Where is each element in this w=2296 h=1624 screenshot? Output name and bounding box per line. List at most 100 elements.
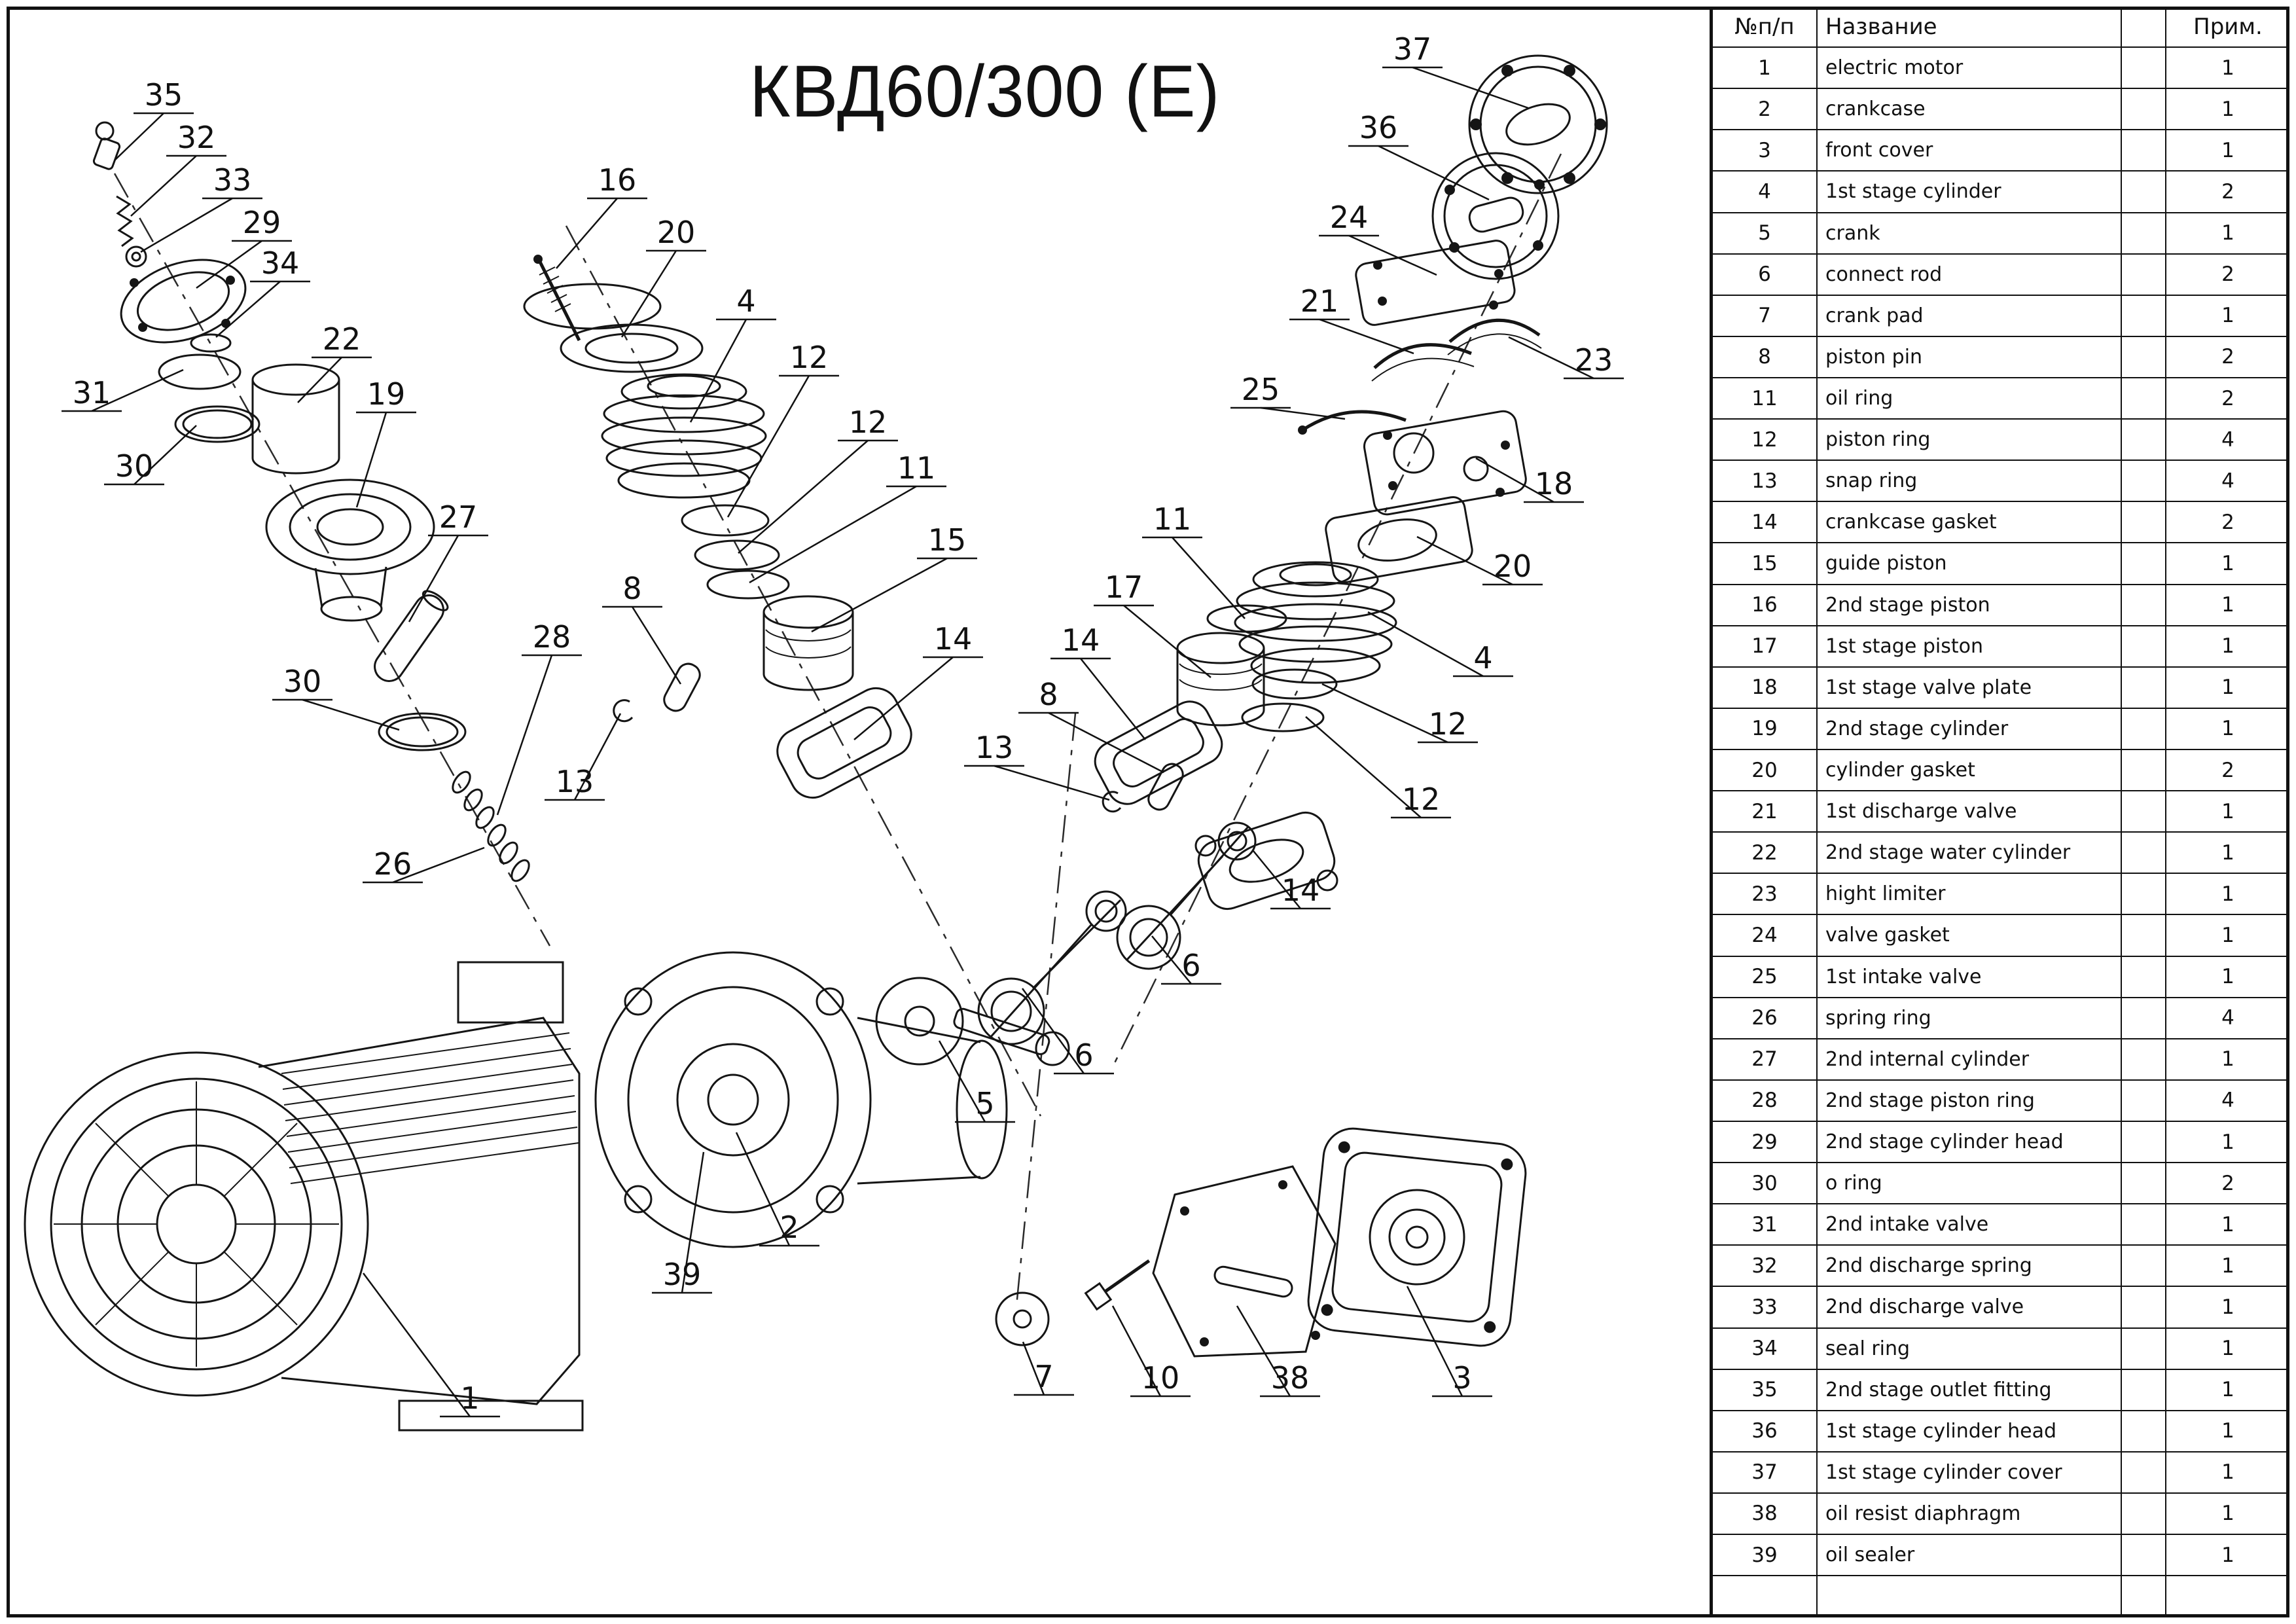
callout-leader-line [1475, 457, 1554, 503]
o-ring-upper [174, 405, 260, 443]
part-extra-cell [2122, 874, 2166, 916]
crankcase-gasket-right [1094, 700, 1223, 805]
part-name-cell: spring ring [1818, 998, 2122, 1039]
part-name-cell: oil ring [1818, 378, 2122, 420]
callout-number: 32 [177, 120, 216, 155]
callout-number: 14 [1062, 623, 1100, 658]
callout-number: 4 [736, 283, 755, 319]
part-name-cell: 1st intake valve [1818, 956, 2122, 998]
part-number-cell: 2 [1713, 89, 1818, 131]
part-name-cell: 1st stage cylinder [1818, 171, 2122, 213]
part-name-cell: 2nd stage outlet fitting [1818, 1369, 2122, 1411]
callout-leader-line [1080, 658, 1146, 740]
part-extra-cell [2122, 1039, 2166, 1081]
callout-39: 39 [652, 1151, 712, 1294]
part-qty-cell: 1 [2166, 89, 2289, 131]
part-number-cell: 22 [1713, 833, 1818, 875]
part-qty-cell: 2 [2166, 502, 2289, 544]
part-name-cell: piston pin [1818, 336, 2122, 378]
part-number-cell: 38 [1713, 1493, 1818, 1536]
callout-30: 30 [104, 425, 197, 486]
part-extra-cell [2122, 1369, 2166, 1411]
part-name-cell: seal ring [1818, 1328, 2122, 1370]
part-extra-cell [2122, 915, 2166, 957]
callout-number: 6 [1181, 948, 1200, 983]
part-extra-cell [2122, 1246, 2166, 1288]
callout-leader-line [392, 846, 485, 884]
callout-number: 22 [323, 321, 361, 357]
callout-number: 8 [622, 571, 641, 606]
part-extra-cell [2122, 502, 2166, 544]
callout-leader-line [556, 198, 618, 269]
callout-28: 28 [496, 619, 582, 816]
connect-rod-a [977, 890, 1127, 1045]
part-qty-cell: 1 [2166, 585, 2289, 626]
part-qty-cell: 2 [2166, 337, 2289, 378]
callout-number: 39 [663, 1257, 702, 1292]
part-qty-cell: 4 [2166, 998, 2289, 1039]
callout-14: 14 [853, 621, 983, 740]
part-number-cell: 24 [1713, 915, 1818, 957]
part-name-cell: piston ring [1818, 420, 2122, 461]
callout-leader-line [1321, 683, 1448, 744]
callout-number: 8 [1039, 677, 1058, 712]
callout-number: 5 [975, 1086, 994, 1121]
part-number-cell: 39 [1713, 1535, 1818, 1577]
part-extra-cell [2122, 998, 2166, 1039]
callout-5: 5 [938, 1040, 1015, 1123]
callout-20: 20 [1416, 535, 1543, 586]
callout-33: 33 [140, 162, 262, 253]
callout-13: 13 [545, 713, 622, 801]
callout-leader-line [1348, 234, 1437, 276]
part-qty-cell: 2 [2166, 378, 2289, 420]
part-qty-cell: 1 [2166, 626, 2289, 668]
part-number-cell: 21 [1713, 791, 1818, 833]
callout-leader-line [1260, 406, 1346, 420]
callout-leader-line [408, 535, 459, 623]
callout-15: 15 [811, 522, 977, 633]
part-name-cell: 2nd stage cylinder [1818, 708, 2122, 750]
part-qty-cell: 1 [2166, 1204, 2289, 1246]
part-qty-cell: 1 [2166, 130, 2289, 172]
callout-leader-line [1021, 988, 1085, 1074]
callout-leader-line [130, 155, 197, 217]
part-number-cell: 5 [1713, 213, 1818, 255]
snap-ring-right [1102, 791, 1122, 813]
part-name-cell: 2nd stage cylinder head [1818, 1121, 2122, 1164]
part-extra-cell [2122, 1328, 2166, 1370]
part-number-cell: 8 [1713, 336, 1818, 378]
callout-number: 20 [657, 215, 696, 250]
callout-number: 31 [73, 375, 111, 410]
cylinder-gasket-right [1325, 496, 1473, 584]
part-name-cell: 2nd intake valve [1818, 1204, 2122, 1246]
callout-number: 13 [975, 730, 1014, 765]
callout-number: 38 [1271, 1360, 1310, 1396]
header-extra [2122, 7, 2166, 48]
callout-number: 19 [367, 376, 406, 412]
part-qty-cell: 1 [2166, 213, 2289, 255]
callout-12: 12 [726, 340, 839, 518]
callout-30: 30 [272, 664, 400, 731]
callout-number: 12 [1402, 782, 1441, 817]
connect-rod-b [1116, 821, 1257, 970]
callout-number: 10 [1141, 1360, 1180, 1396]
callout-number: 25 [1242, 372, 1280, 407]
callout-20: 20 [620, 215, 706, 338]
callout-11: 11 [1142, 501, 1246, 619]
part-qty-cell: 1 [2166, 1122, 2289, 1164]
table-header-row: №п/п Название Прим. [1713, 7, 2289, 48]
part-qty-cell: 2 [2166, 171, 2289, 213]
callout-number: 23 [1575, 342, 1613, 378]
callout-number: 28 [533, 619, 571, 655]
callout-leader-line [1367, 611, 1484, 677]
part-qty-cell: 1 [2166, 296, 2289, 337]
part-qty-cell: 2 [2166, 750, 2289, 792]
